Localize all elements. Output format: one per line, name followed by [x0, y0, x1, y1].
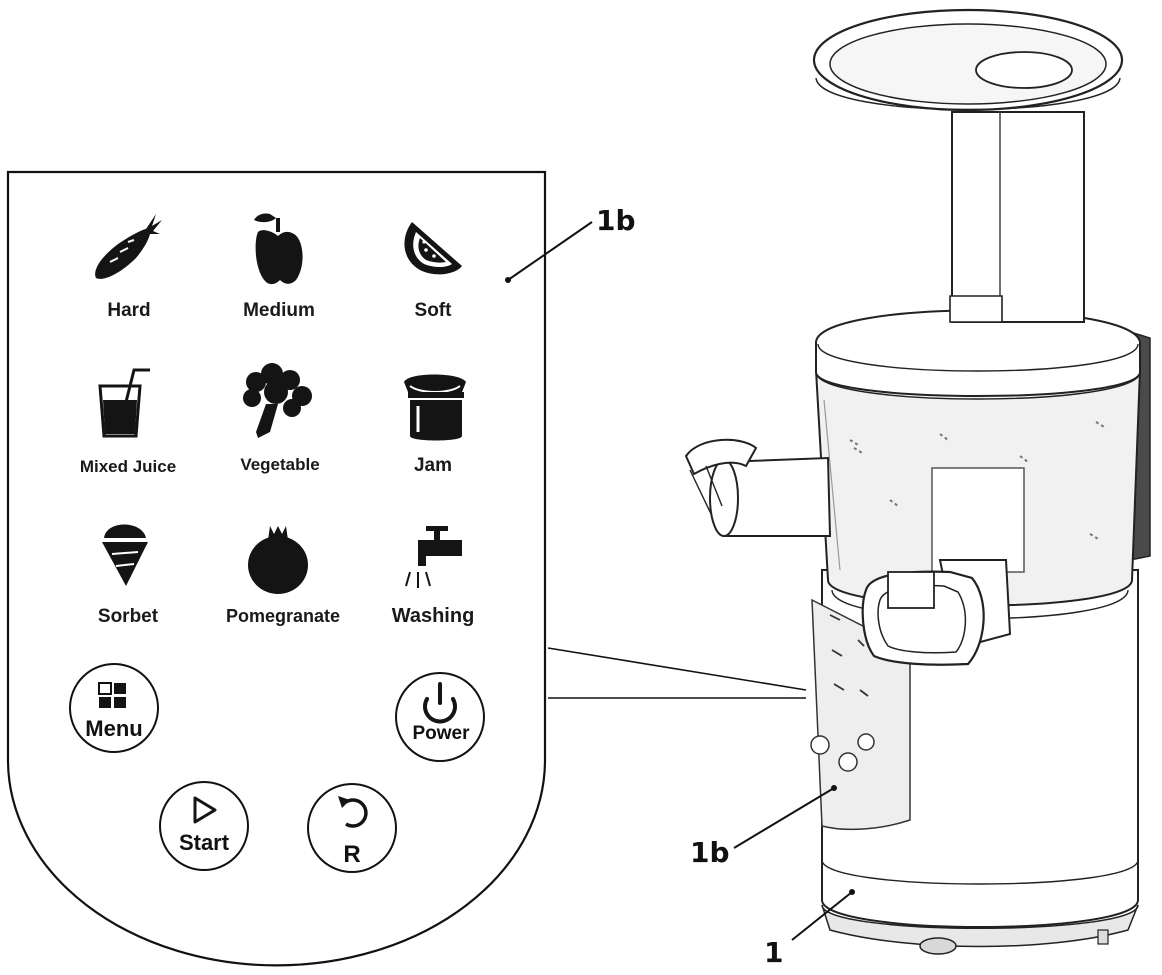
mode-label-vegetable: Vegetable [240, 455, 319, 474]
menu-grid-icon [98, 682, 126, 708]
juicer-machine [684, 8, 1151, 955]
jam-jar-icon [404, 374, 466, 441]
start-button-label: Start [179, 830, 230, 855]
water-tap-icon [405, 526, 462, 588]
panel-callout-label: 1b [596, 204, 636, 237]
juice-glass-icon [98, 368, 150, 438]
apple-icon [254, 213, 303, 285]
carrot-icon [95, 214, 162, 279]
reset-button[interactable]: R [307, 783, 397, 873]
power-button[interactable]: Power [395, 672, 485, 762]
mode-label-sorbet: Sorbet [98, 606, 159, 627]
mode-label-soft: Soft [415, 300, 453, 321]
machine-callout: 1 [764, 889, 855, 969]
reset-button-label: R [343, 841, 360, 868]
mode-label-hard: Hard [107, 300, 150, 321]
menu-button-label: Menu [85, 716, 142, 741]
pomegranate-icon [248, 526, 308, 594]
broccoli-icon [243, 363, 312, 438]
ice-cream-cone-icon [102, 524, 148, 586]
zoom-line-top [547, 647, 807, 691]
panel-callout: 1b [505, 204, 636, 283]
machine-panel-callout: 1b [690, 785, 837, 869]
mode-label-washing: Washing [392, 605, 475, 627]
mode-label-pomegranate: Pomegranate [226, 606, 340, 626]
play-icon [193, 796, 217, 824]
mode-label-mixed-juice: Mixed Juice [80, 457, 176, 476]
machine-callout-label: 1 [764, 936, 783, 969]
power-button-label: Power [412, 723, 470, 744]
machine-panel-callout-label: 1b [690, 836, 730, 869]
menu-button[interactable]: Menu [69, 663, 159, 753]
mode-label-jam: Jam [414, 455, 452, 476]
watermelon-slice-icon [404, 222, 462, 275]
power-icon [423, 682, 457, 724]
start-button[interactable]: Start [159, 781, 249, 871]
rotate-icon [338, 796, 368, 828]
mode-label-medium: Medium [243, 300, 315, 321]
